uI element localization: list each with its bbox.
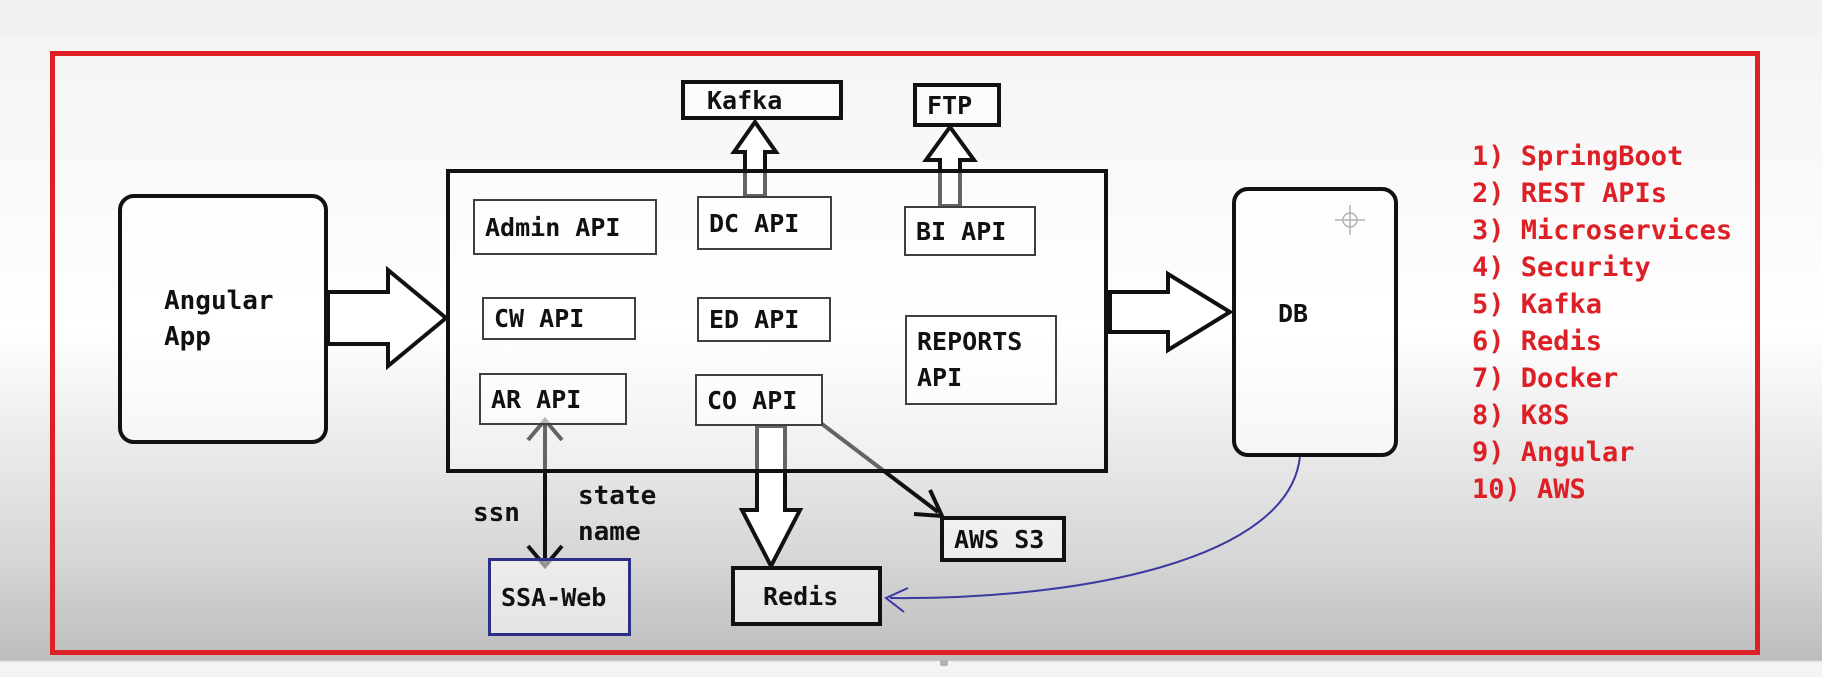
db-box: DB: [1232, 187, 1398, 457]
ssa-web-label: SSA-Web: [501, 582, 607, 612]
dc-to-kafka-arrow: [730, 118, 780, 198]
architecture-diagram-frame: [50, 51, 1760, 655]
ftp-box: FTP: [913, 83, 1001, 127]
topic-item: 7) Docker: [1472, 363, 1619, 394]
topic-item: 10) AWS: [1472, 474, 1586, 505]
admin-api-box: Admin API: [473, 199, 657, 255]
co-api-label: CO API: [707, 385, 798, 415]
aws-s3-box: AWS S3: [940, 516, 1066, 562]
co-to-redis-arrow: [738, 424, 804, 571]
redis-box: Redis: [731, 566, 882, 626]
topic-item: 4) Security: [1472, 252, 1651, 283]
dc-api-box: DC API: [697, 196, 832, 250]
ar-api-box: AR API: [479, 373, 627, 425]
aws-s3-label: AWS S3: [954, 524, 1045, 554]
db-to-redis-curve: [889, 455, 1301, 600]
window-top-bar: [0, 0, 1822, 34]
ftp-label: FTP: [927, 90, 973, 120]
angular-app-box: Angular App: [118, 194, 328, 444]
topic-item: 3) Microservices: [1472, 215, 1733, 246]
scrub-handle[interactable]: [940, 660, 948, 666]
angular-app-label: Angular App: [164, 286, 274, 352]
cw-api-box: CW API: [482, 297, 636, 340]
reports-api-box: REPORTS API: [905, 315, 1057, 405]
state-name-label: state name: [578, 481, 657, 547]
redis-label: Redis: [763, 581, 839, 611]
dc-api-label: DC API: [709, 208, 800, 238]
topic-item: 2) REST APIs: [1472, 178, 1668, 209]
bi-api-box: BI API: [904, 206, 1036, 256]
db-label: DB: [1278, 299, 1309, 328]
reports-api-label: REPORTS API: [917, 327, 1023, 392]
co-api-box: CO API: [695, 374, 823, 426]
kafka-box: Kafka: [681, 80, 843, 120]
gateway-to-db-arrow: [1108, 270, 1234, 354]
topic-item: 1) SpringBoot: [1472, 141, 1684, 172]
angular-to-gateway-arrow: [326, 265, 450, 371]
bi-to-ftp-arrow: [922, 123, 978, 208]
bi-api-label: BI API: [916, 216, 1007, 246]
topic-item: 8) K8S: [1472, 400, 1570, 431]
ssa-web-box: SSA-Web: [488, 558, 631, 636]
ar-api-label: AR API: [491, 384, 582, 414]
topic-item: 6) Redis: [1472, 326, 1603, 357]
cw-api-label: CW API: [494, 304, 585, 333]
co-to-aws-arrow: [820, 422, 940, 514]
admin-api-label: Admin API: [485, 212, 621, 242]
ed-api-label: ED API: [709, 305, 800, 334]
kafka-label: Kafka: [707, 85, 783, 115]
ed-api-box: ED API: [697, 297, 831, 342]
ssn-label: ssn: [473, 498, 520, 528]
topics-list: 1) SpringBoot 2) REST APIs 3) Microservi…: [1472, 138, 1732, 508]
topic-item: 9) Angular: [1472, 437, 1635, 468]
topic-item: 5) Kafka: [1472, 289, 1603, 320]
